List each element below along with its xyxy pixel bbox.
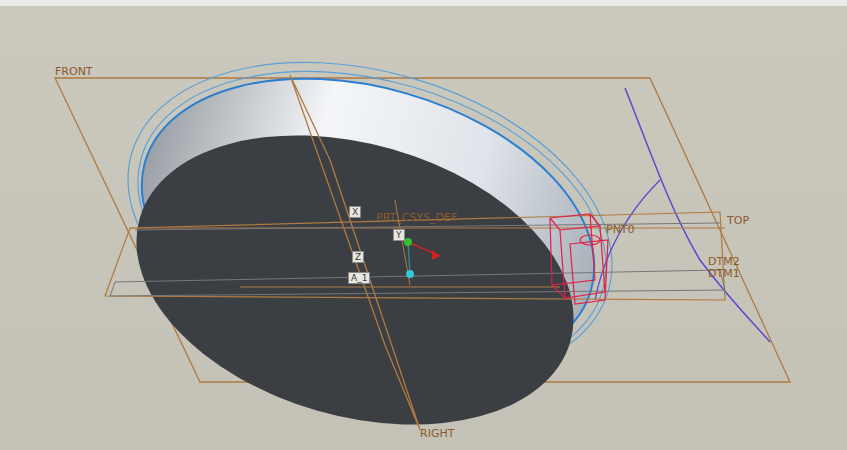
datum-label: Z (352, 251, 364, 263)
datum-label: DTM2 (708, 256, 740, 268)
curve (625, 88, 770, 342)
feature-wireframe (550, 214, 608, 304)
datum-plane (290, 75, 420, 430)
top-strip (0, 0, 847, 6)
datum-label: PRT_CSYS_DEF (376, 212, 457, 224)
datum-label: PNT0 (606, 224, 635, 236)
datum-label: DTM1 (708, 268, 740, 280)
datum-plane (110, 270, 725, 296)
datum-label: FRONT (55, 66, 93, 78)
disc-face (102, 88, 608, 450)
datum-plane (105, 212, 725, 300)
datum-label: TOP (727, 215, 749, 227)
datum-label: A_1 (348, 272, 370, 284)
datum-label: Y (393, 229, 405, 241)
datum-label: RIGHT (420, 428, 454, 440)
datum-label: X (349, 206, 361, 218)
